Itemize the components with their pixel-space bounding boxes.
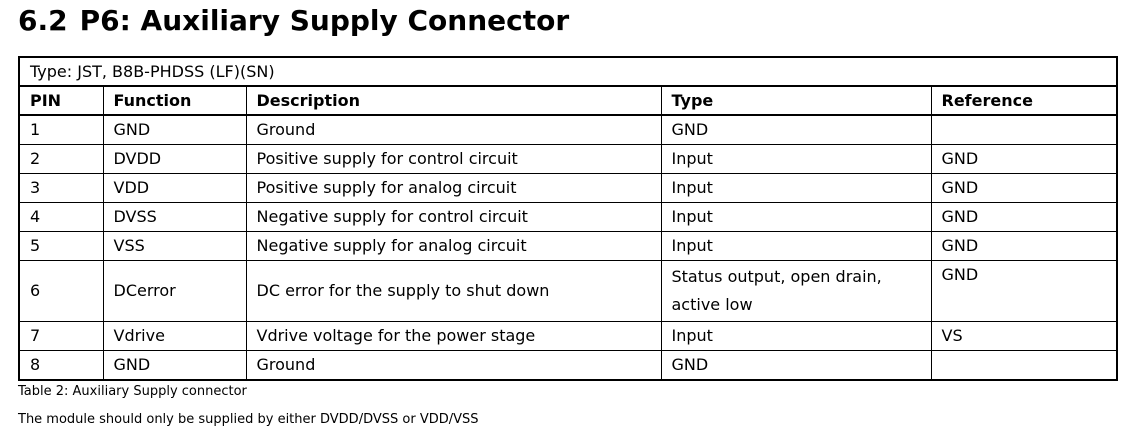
table-row: 6 DCerror DC error for the supply to shu… [18, 260, 1118, 322]
type-cell: Input [660, 173, 932, 203]
pin-cell: 5 [18, 231, 104, 261]
table-caption: Table 2: Auxiliary Supply connector [18, 384, 247, 399]
table-row: 2 DVDD Positive supply for control circu… [18, 144, 1118, 174]
table-row: 5 VSS Negative supply for analog circuit… [18, 231, 1118, 261]
pin-cell: 2 [18, 144, 104, 174]
function-cell: GND [102, 350, 247, 381]
function-cell: DVDD [102, 144, 247, 174]
function-cell: DVSS [102, 202, 247, 232]
table-row: 1 GND Ground GND [18, 114, 1118, 145]
description-cell: Vdrive voltage for the power stage [245, 321, 662, 351]
description-cell: Positive supply for control circuit [245, 144, 662, 174]
type-cell: Input [660, 231, 932, 261]
column-header-type: Type [660, 85, 932, 116]
description-cell: Ground [245, 350, 662, 381]
pin-cell: 1 [18, 114, 104, 145]
section-heading: 6.2 P6: Auxiliary Supply Connector [18, 2, 569, 40]
reference-cell: VS [930, 321, 1118, 351]
table-row: 4 DVSS Negative supply for control circu… [18, 202, 1118, 232]
description-cell: DC error for the supply to shut down [245, 260, 662, 322]
pin-cell: 6 [18, 260, 104, 322]
pin-cell: 3 [18, 173, 104, 203]
column-header-description: Description [245, 85, 662, 116]
reference-cell [930, 350, 1118, 381]
function-cell: DCerror [102, 260, 247, 322]
supply-note: The module should only be supplied by ei… [18, 412, 479, 427]
pin-table: Type: JST, B8B-PHDSS (LF)(SN) PIN Functi… [18, 56, 1118, 381]
function-cell: GND [102, 114, 247, 145]
section-number: 6.2 [18, 4, 68, 37]
description-cell: Ground [245, 114, 662, 145]
reference-cell [930, 114, 1118, 145]
table-row: 8 GND Ground GND [18, 350, 1118, 381]
section-title: P6: Auxiliary Supply Connector [79, 4, 570, 37]
type-cell: Input [660, 321, 932, 351]
pin-cell: 7 [18, 321, 104, 351]
function-cell: VSS [102, 231, 247, 261]
function-cell: Vdrive [102, 321, 247, 351]
description-cell: Positive supply for analog circuit [245, 173, 662, 203]
type-cell: GND [660, 114, 932, 145]
reference-cell: GND [930, 260, 1118, 322]
type-cell: Input [660, 202, 932, 232]
pin-cell: 8 [18, 350, 104, 381]
reference-cell: GND [930, 202, 1118, 232]
function-cell: VDD [102, 173, 247, 203]
column-header-reference: Reference [930, 85, 1118, 116]
table-row: 3 VDD Positive supply for analog circuit… [18, 173, 1118, 203]
description-cell: Negative supply for control circuit [245, 202, 662, 232]
type-cell: Input [660, 144, 932, 174]
reference-cell: GND [930, 173, 1118, 203]
connector-type: Type: JST, B8B-PHDSS (LF)(SN) [18, 56, 1118, 87]
column-header-function: Function [102, 85, 247, 116]
column-header-pin: PIN [18, 85, 104, 116]
connector-type-row: Type: JST, B8B-PHDSS (LF)(SN) [18, 56, 1118, 87]
reference-cell: GND [930, 231, 1118, 261]
table-row: 7 Vdrive Vdrive voltage for the power st… [18, 321, 1118, 351]
type-cell: Status output, open drain, active low [660, 260, 932, 322]
description-cell: Negative supply for analog circuit [245, 231, 662, 261]
reference-cell: GND [930, 144, 1118, 174]
table-header-row: PIN Function Description Type Reference [18, 85, 1118, 116]
type-cell: GND [660, 350, 932, 381]
pin-cell: 4 [18, 202, 104, 232]
